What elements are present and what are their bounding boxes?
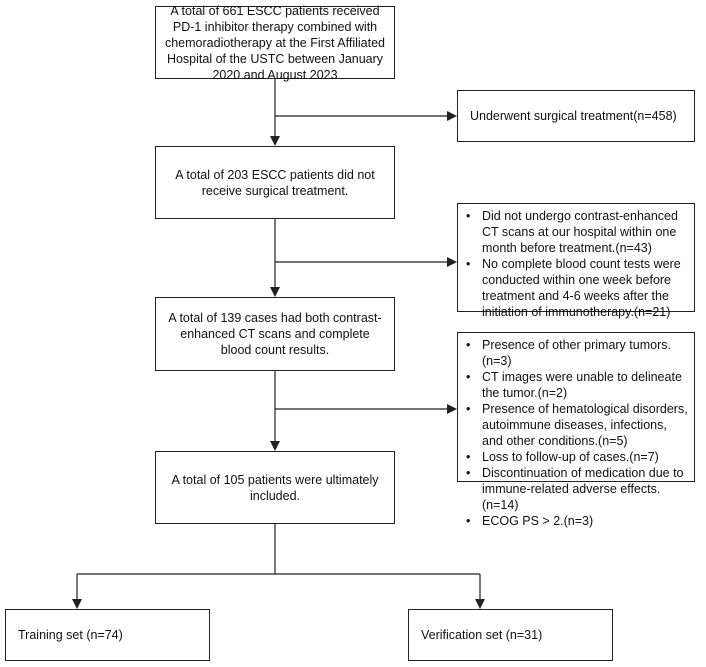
exclusion-item: Did not undergo contrast-enhanced CT sca… — [466, 208, 688, 256]
source-population-text: A total of 661 ESCC patients received PD… — [164, 3, 386, 82]
no-surgery-box: A total of 203 ESCC patients did not rec… — [155, 146, 395, 219]
exclusion-list-1: Did not undergo contrast-enhanced CT sca… — [466, 208, 688, 320]
exclusion-item: ECOG PS > 2.(n=3) — [466, 513, 688, 529]
included-box: A total of 105 patients were ultimately … — [155, 451, 395, 524]
no-surgery-text: A total of 203 ESCC patients did not rec… — [175, 167, 375, 198]
included-text: A total of 105 patients were ultimately … — [171, 472, 379, 503]
exclusion-item: Loss to follow-up of cases.(n=7) — [466, 449, 688, 465]
surgery-box: Underwent surgical treatment(n=458) — [457, 90, 695, 142]
exclusion-item: No complete blood count tests were condu… — [466, 256, 688, 320]
exclusion-box-1: Did not undergo contrast-enhanced CT sca… — [457, 203, 695, 319]
exclusion-item: Presence of hematological disorders, aut… — [466, 401, 688, 449]
exclusion-item: Discontinuation of medication due to imm… — [466, 465, 688, 513]
verification-set-text: Verification set (n=31) — [421, 628, 543, 642]
ct-cbc-box: A total of 139 cases had both contrast-e… — [155, 297, 395, 371]
training-set-text: Training set (n=74) — [18, 628, 123, 642]
exclusion-item: Presence of other primary tumors.(n=3) — [466, 337, 688, 369]
training-set-box: Training set (n=74) — [5, 609, 210, 661]
exclusion-item: CT images were unable to delineate the t… — [466, 369, 688, 401]
surgery-text: Underwent surgical treatment(n=458) — [470, 109, 677, 123]
ct-cbc-text: A total of 139 cases had both contrast-e… — [168, 311, 382, 357]
verification-set-box: Verification set (n=31) — [408, 609, 613, 661]
source-population-box: A total of 661 ESCC patients received PD… — [155, 4, 395, 82]
exclusion-list-2: Presence of other primary tumors.(n=3) C… — [466, 337, 688, 529]
exclusion-box-2: Presence of other primary tumors.(n=3) C… — [457, 332, 695, 529]
